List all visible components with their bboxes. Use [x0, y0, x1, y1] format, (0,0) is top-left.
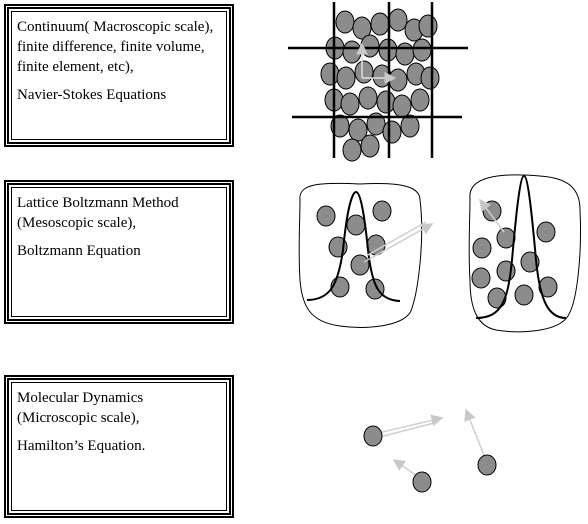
- continuum-description: Continuum( Macroscopic scale), finite di…: [17, 19, 214, 75]
- lbm-right-cell: [468, 174, 581, 333]
- md-description: Molecular Dynamics (Microscopic scale),: [17, 390, 144, 426]
- continuum-equation: Navier-Stokes Equations: [17, 87, 167, 103]
- continuum-grid-lines: [288, 2, 468, 158]
- lbm-label-box: Lattice Boltzmann Method (Mesoscopic sca…: [4, 180, 234, 324]
- lbm-equation: Boltzmann Equation: [17, 243, 141, 259]
- continuum-velocity-arrows: [356, 42, 397, 84]
- lbm-left-cell: [298, 182, 434, 328]
- md-particles: [363, 408, 497, 493]
- md-label-box: Molecular Dynamics (Microscopic scale), …: [4, 375, 234, 518]
- continuum-label-box: Continuum( Macroscopic scale), finite di…: [4, 4, 234, 147]
- md-equation: Hamilton’s Equation.: [17, 438, 146, 454]
- md-velocity-arrows: [373, 408, 487, 479]
- lbm-description: Lattice Boltzmann Method (Mesoscopic sca…: [17, 195, 179, 231]
- continuum-particle-cluster: [320, 8, 440, 162]
